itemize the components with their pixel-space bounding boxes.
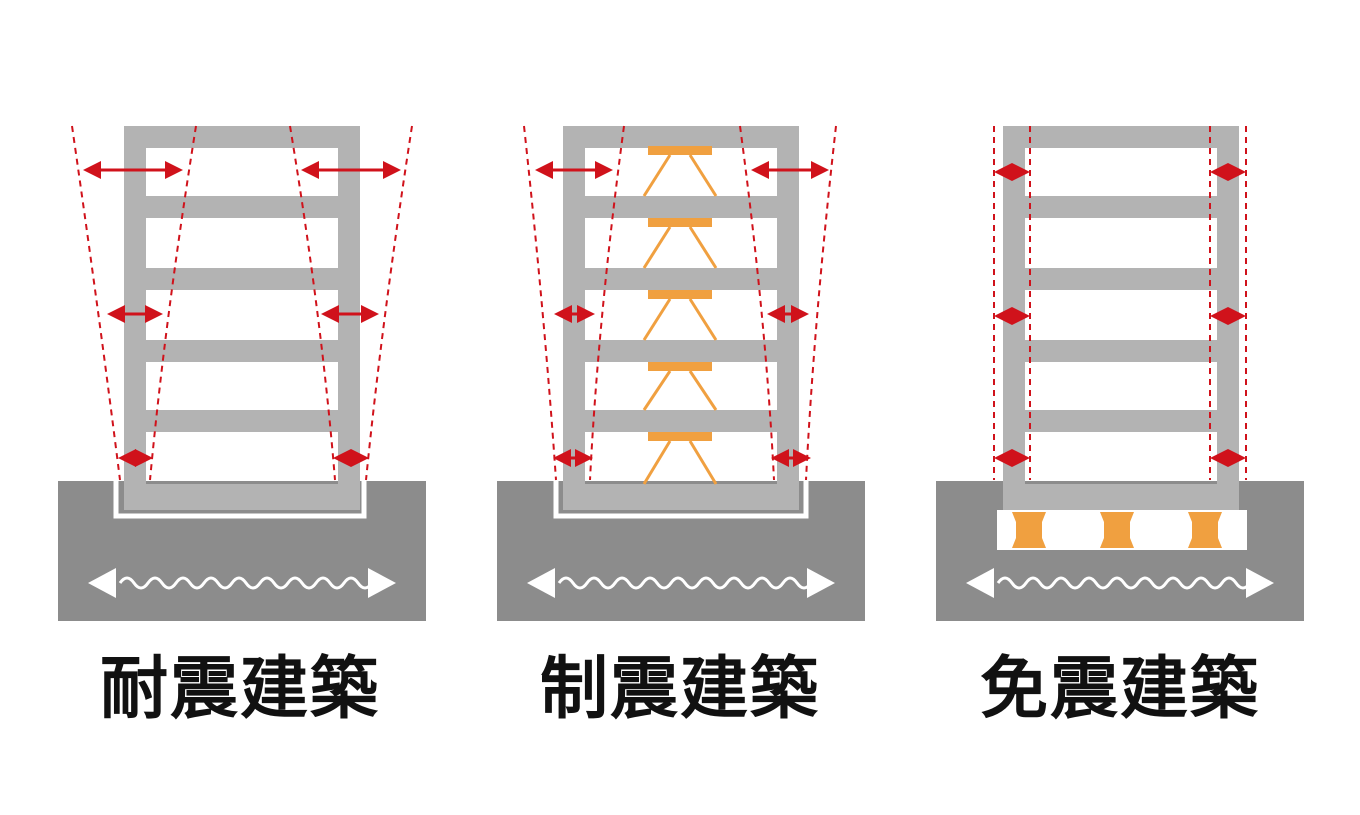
ground-motion-wave bbox=[966, 568, 1274, 598]
foundation-gap bbox=[113, 481, 367, 519]
caption-vibration-control: 制震建築 bbox=[539, 650, 820, 729]
displacement-arrows bbox=[535, 161, 829, 467]
foundation-gap bbox=[553, 481, 809, 519]
displacement-arrows bbox=[994, 163, 1246, 467]
building-frame bbox=[563, 126, 799, 510]
ground-motion-wave bbox=[88, 568, 396, 598]
panel-vibration-control bbox=[497, 125, 865, 621]
ground-motion-wave bbox=[527, 568, 835, 598]
caption-seismic-isolation: 免震建築 bbox=[979, 650, 1260, 729]
isolator-bearings bbox=[1012, 512, 1222, 548]
deformation-lines bbox=[993, 126, 1247, 480]
displacement-arrows bbox=[83, 161, 401, 467]
building-frame bbox=[1003, 126, 1239, 510]
caption-earthquake-resistant: 耐震建築 bbox=[99, 650, 380, 729]
panel-seismic-isolation bbox=[936, 126, 1304, 621]
deformation-lines bbox=[523, 125, 837, 481]
building-frame bbox=[124, 126, 360, 510]
damper-braces bbox=[642, 146, 718, 485]
panel-earthquake-resistant bbox=[58, 125, 426, 621]
deformation-lines bbox=[71, 125, 413, 481]
